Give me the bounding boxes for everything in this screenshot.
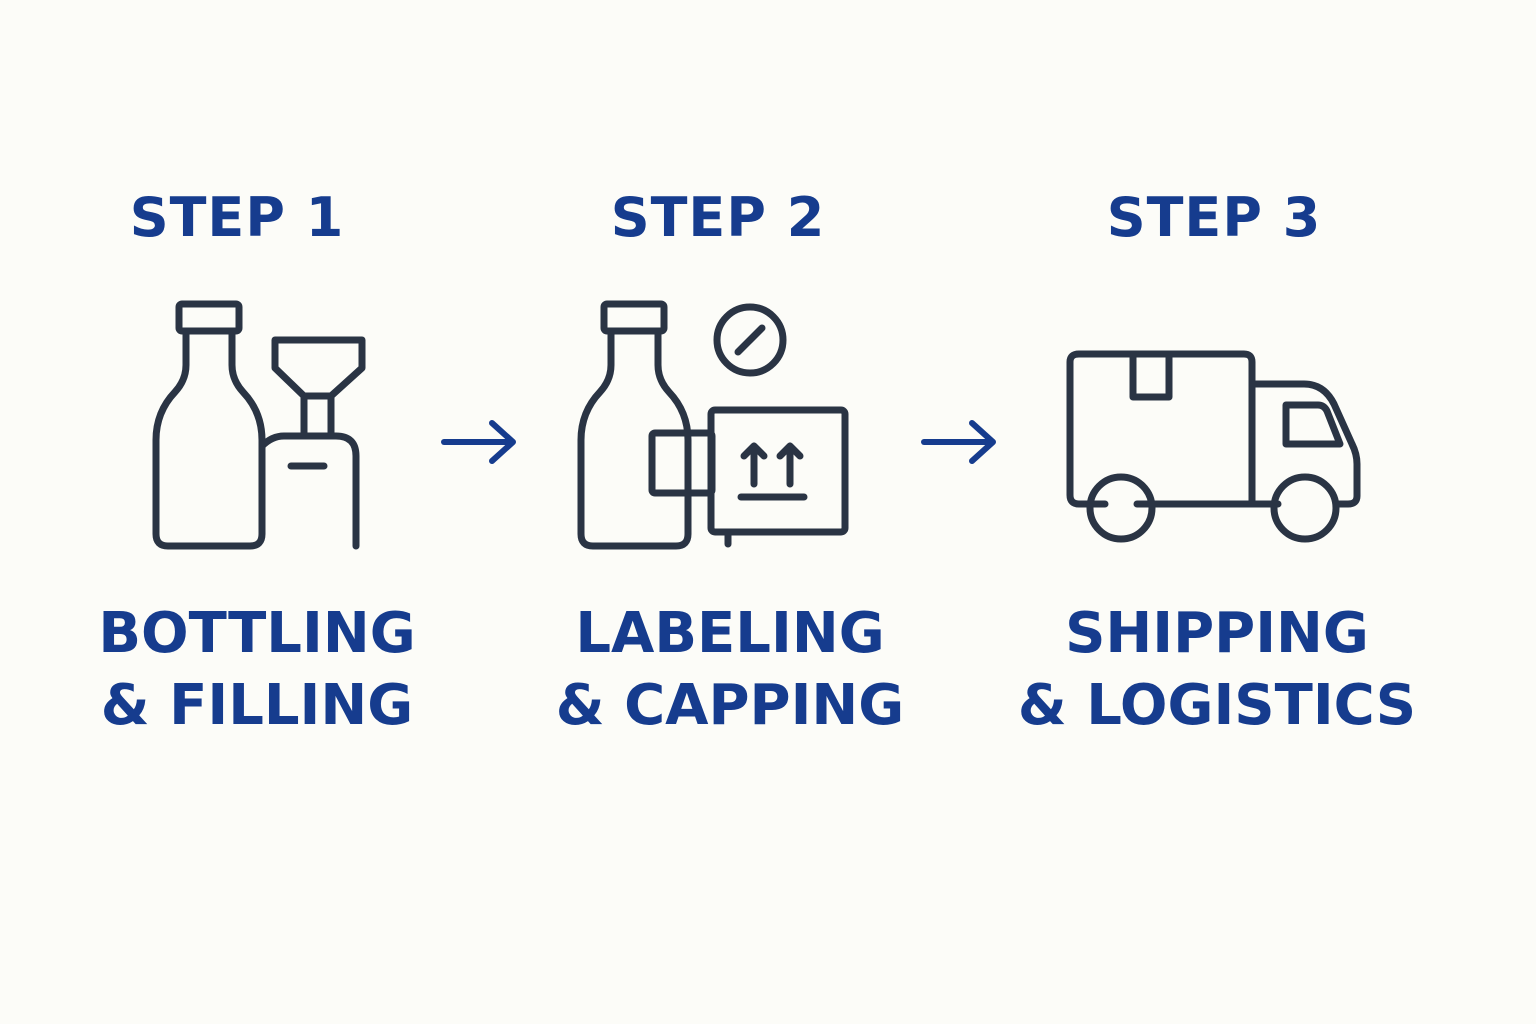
step-title: STEP 2 [610, 186, 826, 249]
caption-line-1: LABELING [575, 601, 885, 666]
step-caption: SHIPPING & LOGISTICS [967, 598, 1467, 742]
arrow-right-icon [921, 420, 996, 464]
caption-line-2: & LOGISTICS [1017, 673, 1417, 738]
caption-line-2: & FILLING [100, 673, 414, 738]
step-3: STEP 3 SHIPPING & LOGISTICS [964, 0, 1464, 1024]
caption-line-1: SHIPPING [1065, 601, 1369, 666]
step-1: STEP 1 BOTTLING & FILLING [0, 0, 500, 1024]
bottle-label-box-icon [577, 300, 849, 550]
step-caption: LABELING & CAPPING [480, 598, 980, 742]
step-title: STEP 3 [1106, 186, 1322, 249]
step-2: STEP 2 LABELING [468, 0, 968, 1024]
delivery-truck-icon [1066, 350, 1361, 543]
arrow-right-icon [441, 420, 516, 464]
bottle-filling-machine-icon [152, 300, 366, 550]
caption-line-1: BOTTLING [98, 601, 416, 666]
caption-line-2: & CAPPING [555, 673, 905, 738]
step-title: STEP 1 [129, 186, 345, 249]
step-caption: BOTTLING & FILLING [7, 598, 507, 742]
